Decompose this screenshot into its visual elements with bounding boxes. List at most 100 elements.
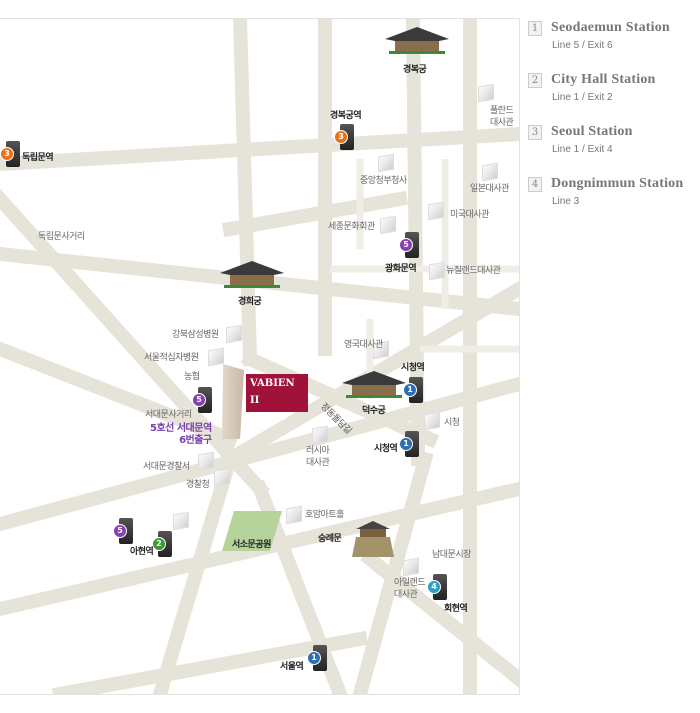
label-line: 5호선 서대문역: [150, 423, 212, 434]
label-line: 폴란드: [490, 106, 514, 116]
station-marker-ahyeon[interactable]: 2: [152, 531, 172, 557]
ahyeon-station-label: 아현역: [130, 547, 154, 557]
building-icon: [198, 451, 214, 471]
station-marker-ahyeon-line5[interactable]: 5: [113, 518, 133, 544]
label-line: 대사관: [306, 458, 330, 468]
seodaemun-police-label: 서대문경찰서: [143, 462, 190, 472]
legend-number: 1: [528, 20, 542, 36]
subway-line-4-icon: 4: [427, 580, 441, 594]
uk-embassy-label: 영국대사관: [344, 340, 383, 350]
station-marker-cityhall-1[interactable]: 1: [403, 377, 423, 403]
legend-number: 3: [528, 124, 542, 140]
hoam-arthall-label: 호암아트홀: [305, 510, 344, 520]
building-icon: [378, 153, 394, 173]
police-agency-label: 경찰청: [186, 480, 210, 490]
hoehyeon-station-label: 회현역: [444, 604, 468, 614]
gyeonghuigung-label: 경희궁: [238, 297, 262, 307]
legend-subtitle: Line 3: [552, 196, 580, 207]
nonghyup-label: 농협: [184, 372, 200, 382]
building-icon: [214, 467, 230, 487]
hotel-name-line2: SUITE: [250, 412, 286, 423]
subway-line-3-icon: 3: [0, 147, 14, 161]
legend-number: 4: [528, 176, 542, 192]
building-icon: [208, 347, 224, 367]
building-icon: [429, 261, 445, 281]
label-line: 6번출구: [179, 435, 212, 446]
legend-item: 2 City Hall Station Line 1 / Exit 2: [528, 72, 698, 103]
gyeongbokgung-label: 경복궁: [403, 65, 427, 75]
hotel-building-icon: [221, 364, 244, 439]
seosomun-park-label: 서소문공원: [232, 540, 271, 550]
namdaemun-market-label: 남대문시장: [432, 550, 471, 560]
building-icon: [312, 425, 328, 445]
seodaemun-crossroad-label: 서대문사거리: [145, 410, 192, 420]
station-marker-hoehyeon[interactable]: 4: [427, 574, 447, 600]
legend-item: 1 Seodaemun Station Line 5 / Exit 6: [528, 20, 698, 51]
building-icon: [428, 201, 444, 221]
building-icon: [424, 411, 440, 431]
kangbuk-samsung-label: 강북삼성병원: [172, 330, 219, 340]
legend-title: Dongnimmun Station: [551, 176, 684, 191]
building-icon: [403, 557, 419, 577]
label-line: 아일랜드: [394, 578, 426, 588]
building-icon: [226, 324, 242, 344]
sejong-center-label: 세종문화회관: [328, 222, 375, 232]
station-legend: 1 Seodaemun Station Line 5 / Exit 6 2 City…: [528, 20, 698, 228]
deoksugung-palace-icon: [342, 371, 406, 398]
cityhall-label: 시청: [444, 418, 460, 428]
legend-subtitle: Line 1 / Exit 2: [552, 92, 613, 103]
subway-line-5-icon: 5: [399, 238, 413, 252]
building-icon: [482, 162, 498, 182]
station-marker-gwanghwamun[interactable]: 5: [399, 232, 419, 258]
deoksugung-label: 덕수궁: [362, 406, 386, 416]
legend-title: Seoul Station: [551, 124, 633, 139]
station-marker-cityhall-2[interactable]: 1: [399, 431, 419, 457]
cityhall-station-label: 시청역: [401, 363, 425, 373]
legend-subtitle: Line 5 / Exit 6: [552, 40, 613, 51]
gwanghwamun-station-label: 광화문역: [385, 264, 417, 274]
subway-line-1-icon: 1: [307, 651, 321, 665]
subway-line-2-icon: 2: [152, 537, 166, 551]
gyeongbokgung-station-label: 경복궁역: [330, 111, 362, 121]
gyeonghuigung-palace-icon: [220, 261, 284, 288]
japan-embassy-label: 일본대사관: [470, 184, 509, 194]
redcross-hospital-label: 서울적십자병원: [144, 353, 199, 363]
legend-number: 2: [528, 72, 542, 88]
dongnimmun-crossroad-label: 독립문사거리: [38, 232, 85, 242]
legend-title: Seodaemun Station: [551, 20, 670, 35]
legend-subtitle: Line 1 / Exit 4: [552, 144, 613, 155]
gyeongbokgung-palace-icon: [385, 27, 449, 54]
cityhall-station-label-2: 시청역: [374, 444, 398, 454]
seoul-station-label: 서울역: [280, 662, 304, 672]
building-icon: [173, 511, 189, 531]
station-marker-dongnimmun[interactable]: 3: [0, 141, 20, 167]
legend-item: 4 Dongnimmun Station Line 3: [528, 176, 698, 207]
subway-line-1-icon: 1: [399, 437, 413, 451]
station-marker-gyeongbokgung[interactable]: 3: [334, 124, 354, 150]
sungnyemun-gate-icon: [352, 521, 394, 557]
dongnimmun-station-label: 독립문역: [22, 153, 54, 163]
label-line: 대사관: [394, 590, 418, 600]
station-marker-seoul[interactable]: 1: [307, 645, 327, 671]
subway-line-5-icon: 5: [192, 393, 206, 407]
seosomun-park-area: [222, 511, 282, 551]
legend-item: 3 Seoul Station Line 1 / Exit 4: [528, 124, 698, 155]
label-line: 러시아: [306, 446, 330, 456]
label-line: 대사관: [490, 118, 514, 128]
building-icon: [380, 215, 396, 235]
sungnyemun-label: 숭례문: [318, 534, 342, 544]
nz-embassy-label: 뉴질랜드대사관: [446, 266, 501, 276]
subway-line-1-icon: 1: [403, 383, 417, 397]
building-icon: [286, 505, 302, 525]
legend-title: City Hall Station: [551, 72, 656, 87]
subway-line-3-icon: 3: [334, 130, 348, 144]
subway-line-5-icon: 5: [113, 524, 127, 538]
station-marker-seodaemun[interactable]: 5: [192, 387, 212, 413]
us-embassy-label: 미국대사관: [450, 210, 489, 220]
